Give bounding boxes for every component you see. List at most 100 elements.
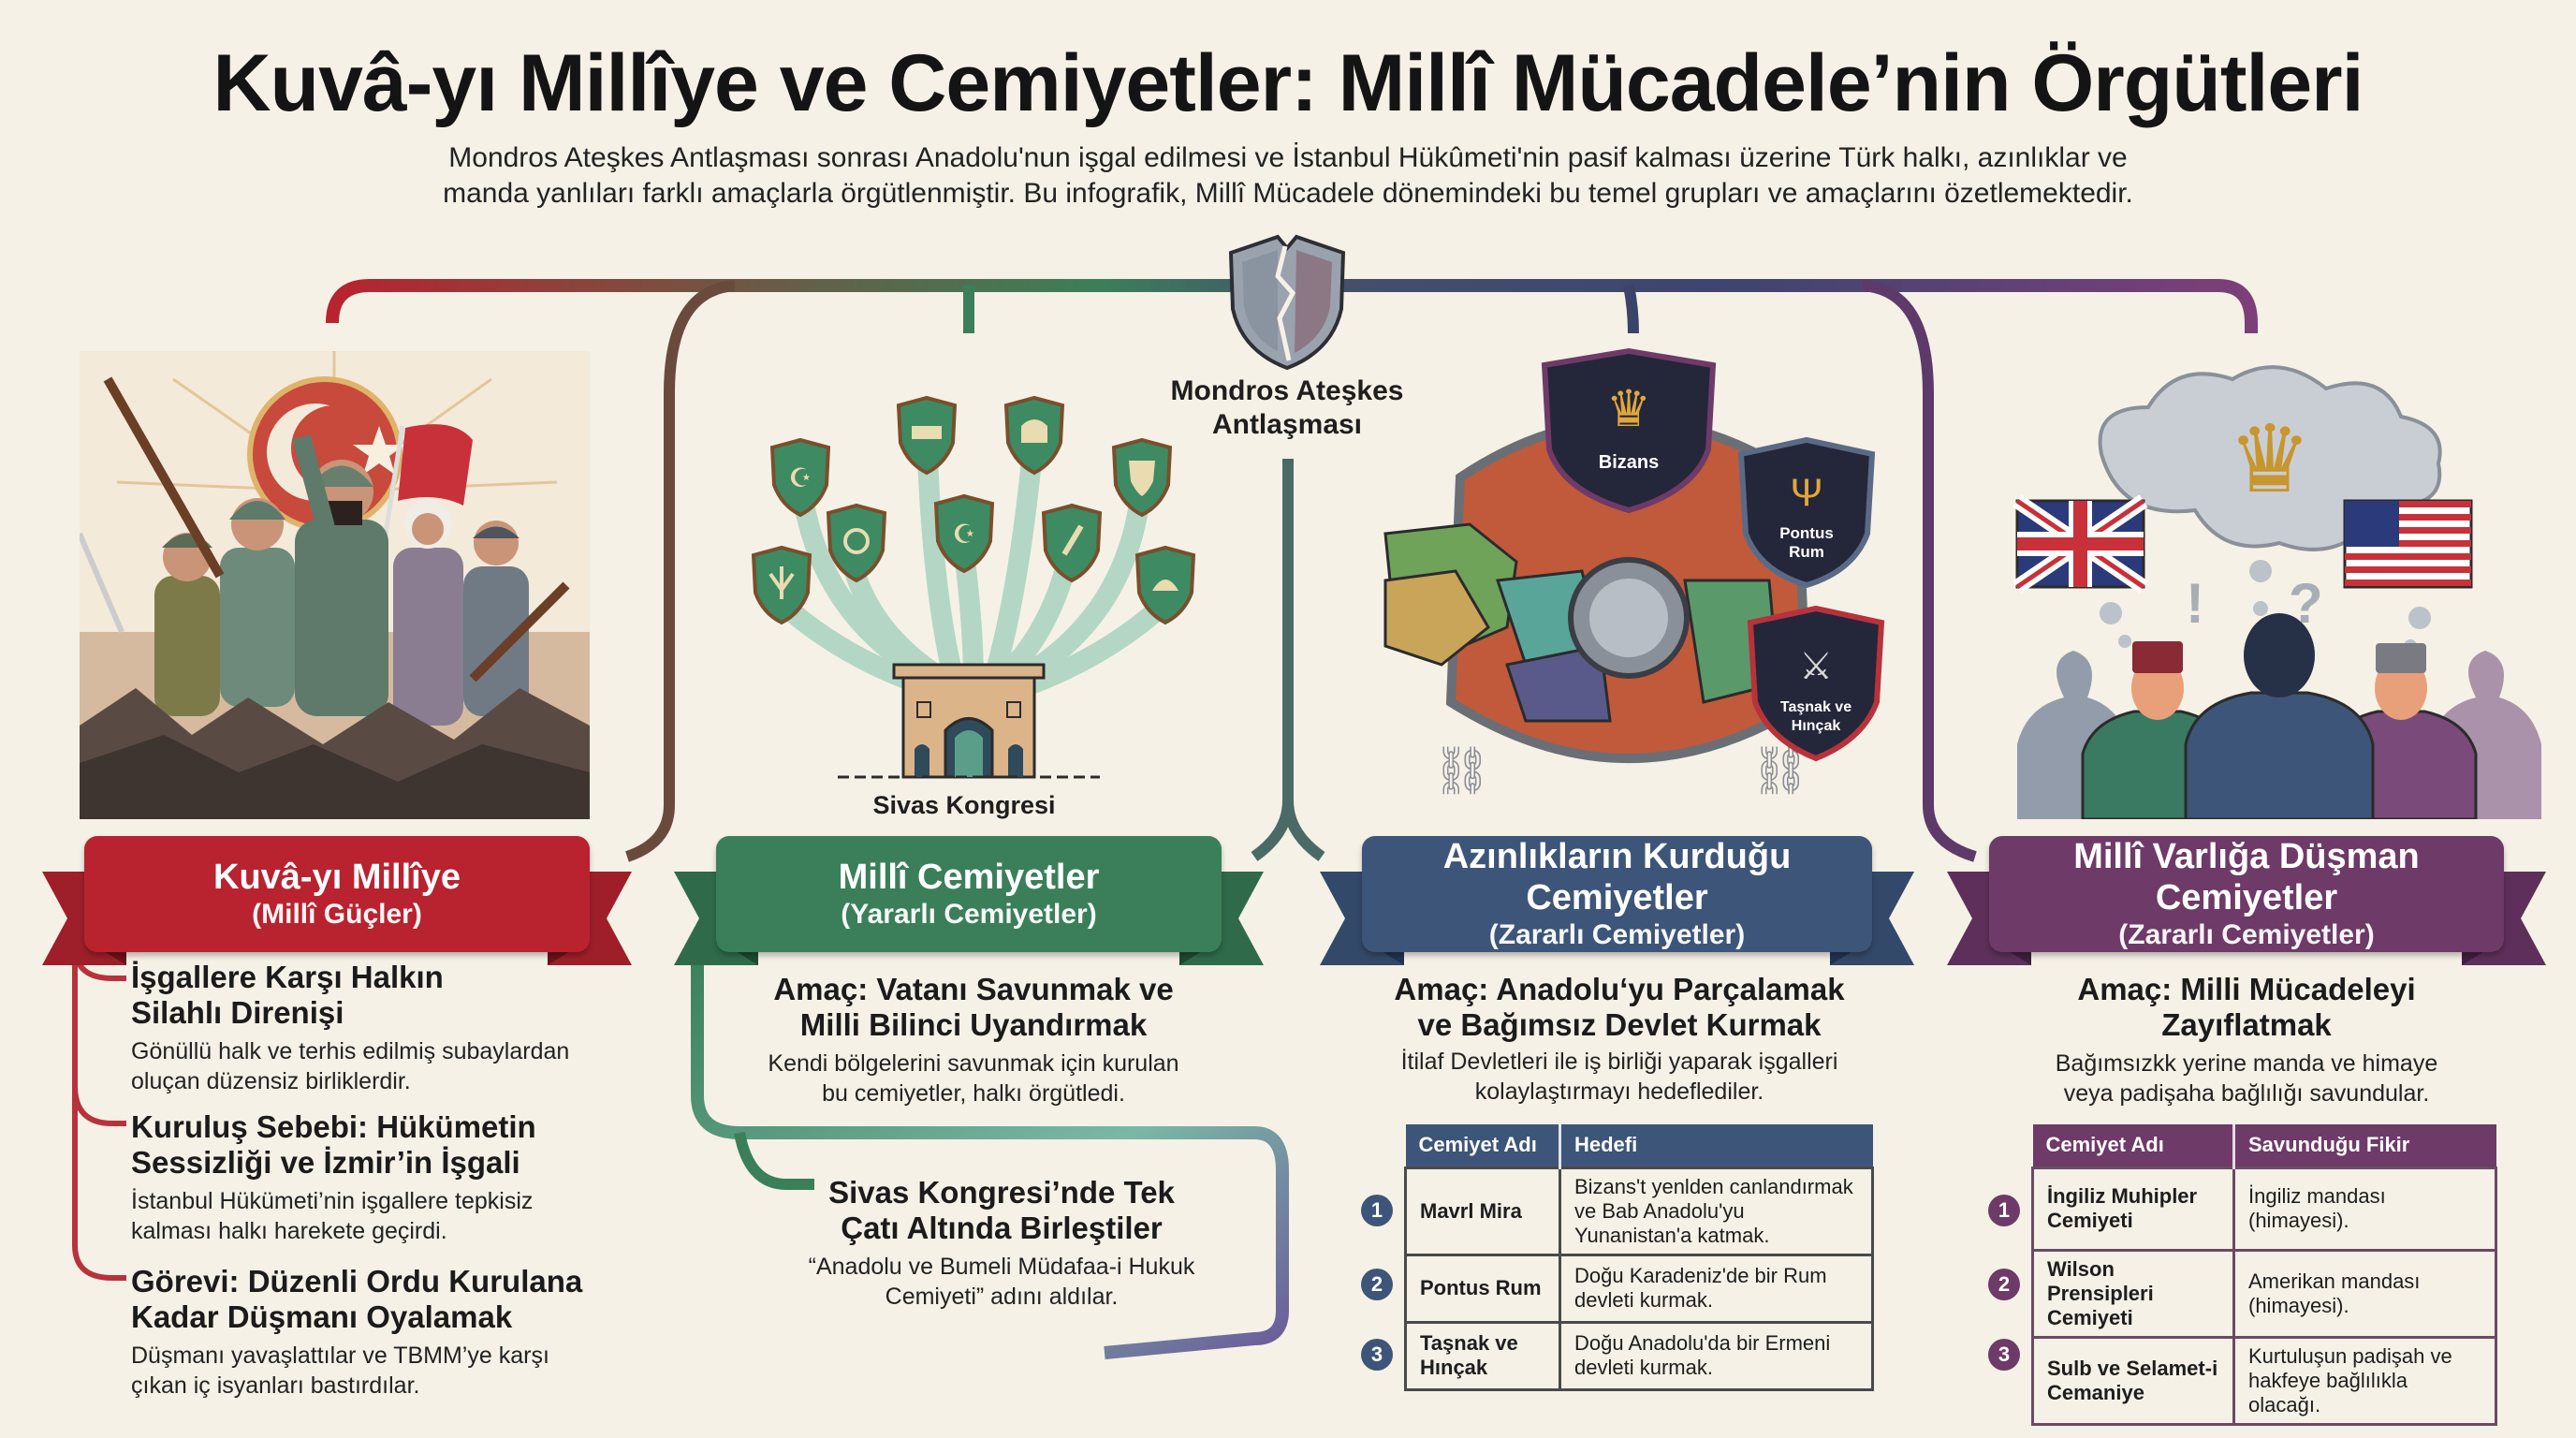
regional-shield-icons: ☪ ☪ xyxy=(751,395,1196,625)
svg-text:Pontus: Pontus xyxy=(1779,524,1834,542)
banner-title: Millî Varlığa Düşman Cemiyetler xyxy=(2073,837,2420,917)
cemiyet-name: Mavrl Mira xyxy=(1404,1166,1561,1256)
page-subtitle: Mondros Ateşkes Antlaşması sonrası Anado… xyxy=(393,140,2183,212)
dusman-aim: Amaç: Milli Mücadeleyi Zayıflatmak Bağım… xyxy=(1989,972,2504,1108)
svg-text:♛: ♛ xyxy=(1606,381,1651,437)
cemiyet-name: Sulb ve Selamet-i Cemaniye xyxy=(2031,1335,2235,1426)
mandate-supporters-illustration: ♛ ! ? xyxy=(2012,365,2541,819)
uk-flag-icon xyxy=(2012,494,2148,594)
aim-heading: Amaç: Vatanı Savunmak ve xyxy=(773,972,1174,1006)
aim-body: bu cemiyetler, halkı örgütledi. xyxy=(822,1080,1125,1107)
point-body: İstanbul Hükümeti’nin işgallere tepkisiz xyxy=(131,1188,534,1214)
point-heading: İşgallere Karşı Halkın xyxy=(131,960,444,994)
sivas-gate-icon xyxy=(838,663,1100,779)
union-heading: Sivas Kongresi’nde Tek xyxy=(828,1175,1175,1210)
union-body: “Anadolu ve Bumeli Müdafaa-i Hukuk xyxy=(808,1254,1195,1280)
table-row: İngiliz Muhipler Cemiyeti İngiliz mandas… xyxy=(2031,1166,2497,1252)
dusman-table: Cemiyet Adı Savunduğu Fikir İngiliz Muhi… xyxy=(2031,1124,2497,1426)
banner-subtitle: (Zararlı Cemiyetler) xyxy=(1488,919,1746,950)
cemiyet-idea: İngiliz mandası (himayesi). xyxy=(2232,1166,2497,1252)
kuvayi-point-3: Görevi: Düzenli Ordu Kurulana Kadar Düşm… xyxy=(131,1264,618,1401)
cemiyet-idea: Kurtuluşun padişah ve hakfeye bağlılıkla… xyxy=(2232,1335,2497,1426)
aim-body: İtilaf Devletleri ile iş birliği yaparak… xyxy=(1400,1049,1838,1075)
point-body: oluçan düzensiz birliklerdir. xyxy=(131,1068,411,1094)
table-header: Savunduğu Fikir xyxy=(2248,1133,2410,1157)
point-body: Düşmanı yavaşlattılar ve TBMM’ye karşı xyxy=(131,1343,549,1369)
svg-text:☪: ☪ xyxy=(788,463,812,492)
row-number-badge: 1 xyxy=(1361,1195,1393,1226)
aim-body: veya padişaha bağlılığı savundular. xyxy=(2063,1080,2430,1107)
aim-heading: Amaç: Milli Mücadeleyi xyxy=(2077,972,2416,1006)
broken-shield-icon xyxy=(1228,234,1346,370)
exclamation-icon: ! xyxy=(2186,572,2204,635)
point-heading: Silahlı Direnişi xyxy=(131,995,344,1030)
row-number-badge: 1 xyxy=(1988,1195,2020,1226)
banner-title: Millî Cemiyetler xyxy=(838,858,1100,897)
regional-shields-illustration: ☪ ☪ xyxy=(751,395,1196,779)
svg-text:Taşnak ve: Taşnak ve xyxy=(1780,699,1852,715)
banner-title: Kuvâ-yı Millîye xyxy=(213,858,461,897)
mondros-caption-line: Mondros Ateşkes xyxy=(1170,375,1404,406)
milli-union: Sivas Kongresi’nde Tek Çatı Altında Birl… xyxy=(791,1175,1212,1312)
row-number-badge: 3 xyxy=(1361,1339,1393,1371)
banner-subtitle: (Yararlı Cemiyetler) xyxy=(841,899,1097,930)
militia-fighters-illustration xyxy=(80,351,590,819)
banner-title: Azınlıkların Kurduğu Cemiyetler xyxy=(1442,837,1792,917)
milli-aim: Amaç: Vatanı Savunmak ve Milli Bilinci U… xyxy=(739,972,1208,1108)
row-number-badge: 2 xyxy=(1988,1269,2020,1300)
aim-heading: ve Bağımsız Devlet Kurmak xyxy=(1417,1007,1822,1042)
svg-text:Ψ: Ψ xyxy=(1790,470,1822,514)
cemiyet-name: Wilson Prensipleri Cemiyeti xyxy=(2031,1248,2235,1339)
banner-subtitle: (Millî Güçler) xyxy=(252,899,422,930)
cemiyet-goal: Doğu Karadeniz'de bir Rum devleti kurmak… xyxy=(1559,1253,1874,1324)
point-heading: Kadar Düşmanı Oyalamak xyxy=(131,1299,513,1334)
point-body: kalması halkı harekete geçirdi. xyxy=(131,1218,447,1244)
point-body: Gönüllü halk ve terhis edilmiş subaylard… xyxy=(131,1038,570,1064)
table-row: Wilson Prensipleri Cemiyeti Amerikan man… xyxy=(2031,1248,2497,1339)
union-body: Cemiyeti” adını aldılar. xyxy=(885,1284,1119,1310)
azinlik-aim: Amaç: Anadolu‘yu Parçalamak ve Bağımsız … xyxy=(1353,972,1886,1107)
fractured-anatolia-map-illustration: ⛓ ⛓ ♛ Bizans Ψ Pontus Rum ⚔ Taşnak ve Hı… xyxy=(1383,347,1885,797)
cemiyet-goal: Bizans't yenlden canlandırmak ve Bab Ana… xyxy=(1559,1166,1874,1256)
table-row: Pontus Rum Doğu Karadeniz'de bir Rum dev… xyxy=(1404,1253,1874,1324)
banner-milli-varliga-dusman: Millî Varlığa Düşman Cemiyetler (Zararlı… xyxy=(1947,836,2546,965)
us-flag-icon xyxy=(2343,499,2473,589)
kuvayi-point-2: Kuruluş Sebebi: Hükümetin Sessizliği ve … xyxy=(131,1109,618,1246)
svg-text:☪: ☪ xyxy=(952,520,975,549)
sivas-caption: Sivas Kongresi xyxy=(872,791,1056,819)
svg-text:♛: ♛ xyxy=(2228,407,2312,512)
table-header: Hedefi xyxy=(1574,1133,1638,1157)
pontus-badge: Ψ Pontus Rum xyxy=(1737,436,1876,589)
cemiyet-name: Pontus Rum xyxy=(1404,1253,1561,1324)
crown-icon: ♛ xyxy=(2228,407,2312,512)
azinlik-table: Cemiyet Adı Hedefi Mavrl Mira Bizans't y… xyxy=(1404,1124,1874,1391)
aim-heading: Amaç: Anadolu‘yu Parçalamak xyxy=(1394,972,1845,1006)
aim-body: Kendi bölgelerini savunmak için kurulan xyxy=(768,1050,1179,1077)
table-row: Mavrl Mira Bizans't yenlden canlandırmak… xyxy=(1404,1166,1874,1256)
bizans-badge: ♛ Bizans xyxy=(1541,347,1717,514)
cemiyet-idea: Amerikan mandası (himayesi). xyxy=(2232,1248,2497,1339)
point-heading: Sessizliği ve İzmir’in İşgali xyxy=(131,1145,520,1180)
svg-text:⚔: ⚔ xyxy=(1799,646,1833,687)
union-heading: Çatı Altında Birleştiler xyxy=(841,1211,1163,1245)
row-number-badge: 2 xyxy=(1361,1269,1393,1300)
point-body: çıkan iç isyanları bastırdılar. xyxy=(131,1372,420,1399)
aim-heading: Milli Bilinci Uyandırmak xyxy=(799,1007,1148,1042)
aim-body: kolaylaştırmayı hedeflediler. xyxy=(1474,1078,1764,1105)
table-row: Sulb ve Selamet-i Cemaniye Kurtuluşun pa… xyxy=(2031,1335,2497,1426)
svg-text:Hınçak: Hınçak xyxy=(1792,718,1841,734)
aim-heading: Zayıflatmak xyxy=(2161,1007,2332,1042)
point-heading: Görevi: Düzenli Ordu Kurulana xyxy=(131,1264,583,1299)
cemiyet-name: İngiliz Muhipler Cemiyeti xyxy=(2031,1166,2235,1252)
tasnak-badge: ⚔ Taşnak ve Hınçak xyxy=(1747,605,1885,762)
aim-body: Bağımsızkk yerine manda ve himaye xyxy=(2055,1050,2438,1077)
cemiyet-goal: Doğu Anadolu'da bir Ermeni devleti kurma… xyxy=(1559,1320,1874,1391)
table-header: Cemiyet Adı xyxy=(2032,1124,2235,1167)
svg-text:Rum: Rum xyxy=(1789,543,1824,561)
table-header: Cemiyet Adı xyxy=(1405,1124,1561,1167)
banner-subtitle: (Zararlı Cemiyetler) xyxy=(2118,919,2375,950)
kuvayi-point-1: İşgallere Karşı Halkın Silahlı Direnişi … xyxy=(131,960,618,1096)
cemiyet-name: Taşnak ve Hınçak xyxy=(1404,1320,1561,1391)
banner-azinlik-cemiyetleri: Azınlıkların Kurduğu Cemiyetler (Zararlı… xyxy=(1320,836,1914,965)
